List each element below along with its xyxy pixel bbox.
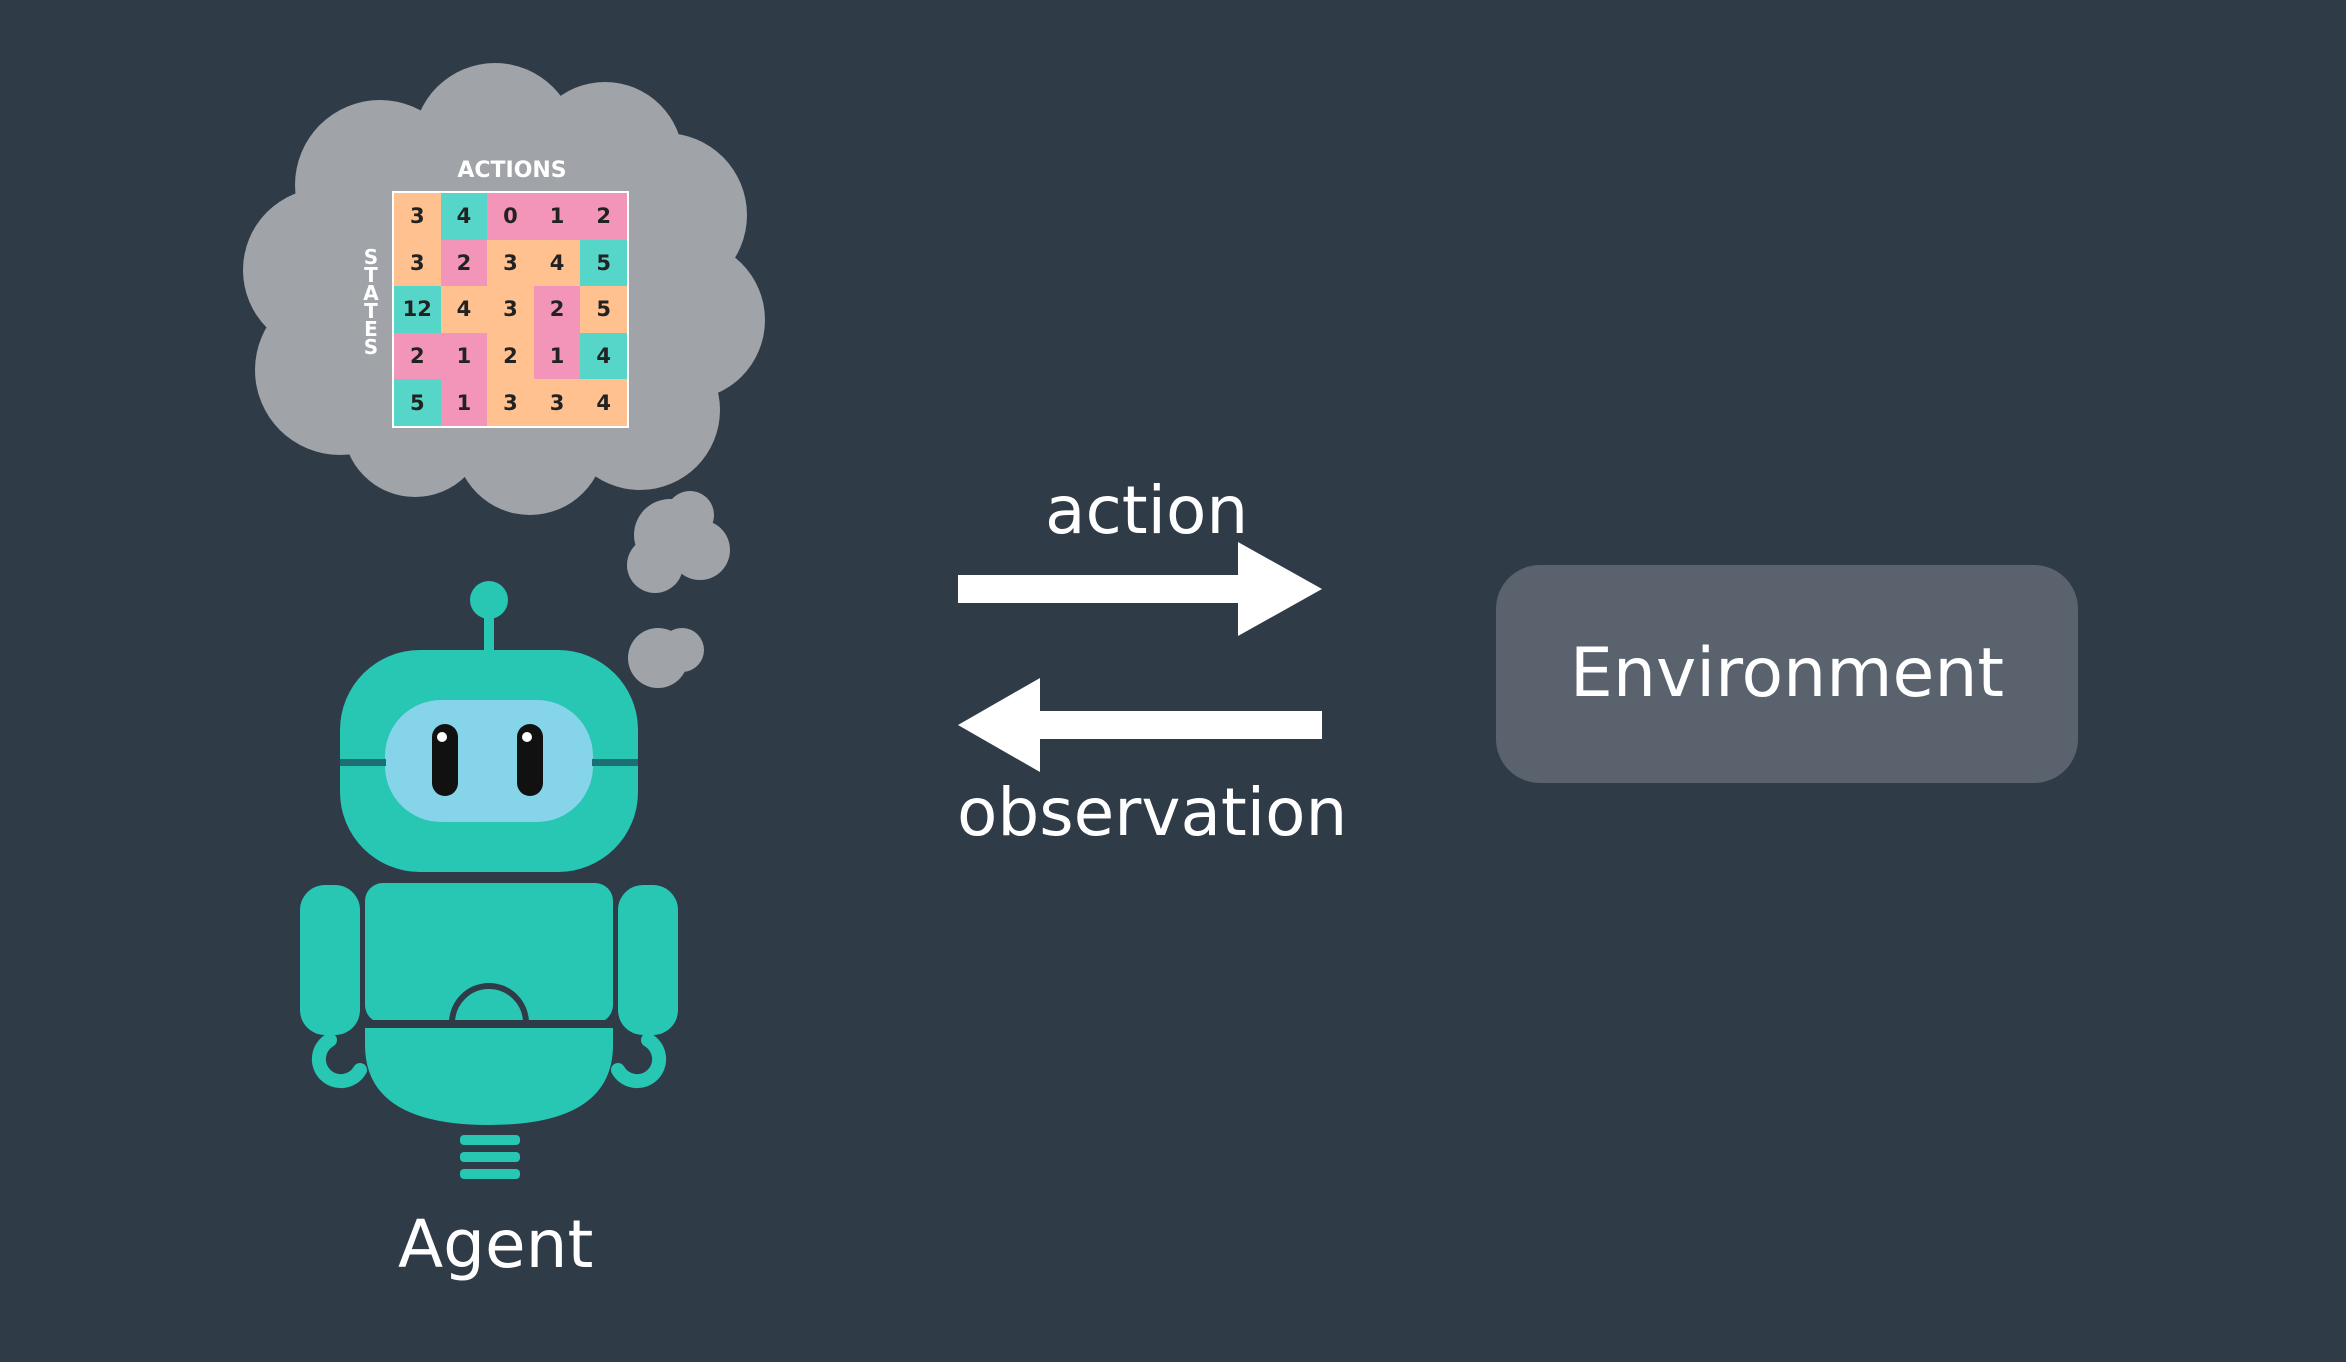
q-table-cell: 1 bbox=[440, 332, 488, 380]
q-table-cell: 2 bbox=[580, 193, 627, 240]
q-table-states-label: STATES bbox=[363, 245, 379, 359]
q-table-cell: 3 bbox=[487, 286, 534, 333]
q-table-cell: 0 bbox=[487, 193, 534, 240]
q-table-cell: 1 bbox=[533, 332, 581, 380]
q-table-cell: 2 bbox=[487, 332, 534, 380]
observation-arrow-icon bbox=[958, 678, 1322, 772]
q-table-actions-label: ACTIONS bbox=[457, 158, 567, 183]
q-table-cell: 3 bbox=[487, 239, 534, 287]
action-arrow-icon bbox=[958, 542, 1322, 636]
q-table-cell: 12 bbox=[394, 286, 441, 333]
agent-label: Agent bbox=[398, 1206, 594, 1283]
action-label: action bbox=[1045, 472, 1249, 549]
q-table-cell: 3 bbox=[394, 193, 441, 240]
q-table-cell: 4 bbox=[533, 239, 581, 287]
q-table-cell: 4 bbox=[580, 379, 627, 426]
environment-label: Environment bbox=[1569, 634, 2005, 713]
q-table-cell: 2 bbox=[533, 286, 581, 333]
q-table-cell: 4 bbox=[440, 286, 488, 333]
observation-label: observation bbox=[957, 774, 1348, 851]
q-table-cell: 3 bbox=[487, 379, 534, 426]
q-table-cell: 1 bbox=[440, 379, 488, 426]
robot-agent-icon bbox=[300, 581, 678, 1179]
q-table-cell: 2 bbox=[440, 239, 488, 287]
environment-box: Environment bbox=[1496, 565, 2078, 783]
q-table-cell: 5 bbox=[580, 286, 627, 333]
q-table-cell: 2 bbox=[394, 332, 441, 380]
q-table-cell: 5 bbox=[580, 239, 627, 287]
q-table-cell: 4 bbox=[440, 193, 488, 240]
q-table-cell: 3 bbox=[394, 239, 441, 287]
q-table-cell: 1 bbox=[533, 193, 581, 240]
q-table-cell: 3 bbox=[533, 379, 581, 426]
q-table-cell: 4 bbox=[580, 332, 627, 380]
q-table-cell: 5 bbox=[394, 379, 441, 426]
